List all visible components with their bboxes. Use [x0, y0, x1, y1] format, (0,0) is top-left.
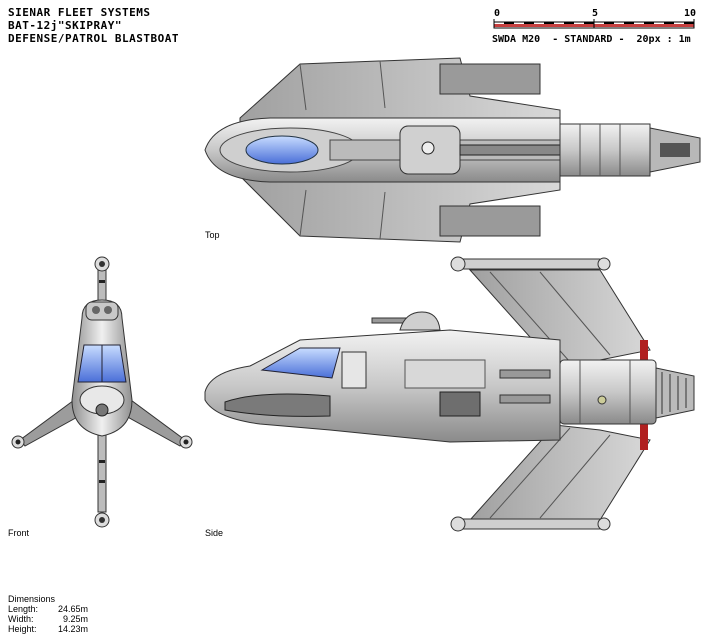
- dimension-height: Height:14.23m: [8, 624, 88, 634]
- manufacturer-title: SIENAR FLEET SYSTEMS: [8, 6, 151, 19]
- top-view-drawing: [204, 57, 701, 243]
- model-title: BAT-12j"SKIPRAY": [8, 19, 122, 32]
- scale-mode: - STANDARD -: [552, 34, 625, 45]
- dimensions-block: Dimensions Length:24.65m Width:9.25m Hei…: [8, 594, 88, 634]
- scale-tick-10: 10: [684, 8, 697, 19]
- top-view-label: Top: [205, 230, 220, 240]
- dimensions-title: Dimensions: [8, 594, 56, 604]
- dimension-width: Width:9.25m: [8, 614, 88, 624]
- front-view-label: Front: [8, 528, 30, 538]
- ship-class-title: DEFENSE/PATROL BLASTBOAT: [8, 32, 179, 45]
- front-view-drawing: [11, 256, 193, 528]
- dimension-length: Length:24.65m: [8, 604, 88, 614]
- side-view-drawing: [204, 256, 695, 532]
- scale-standard: SWDA M20: [492, 34, 541, 45]
- scale-bar: 0 5 10 SWDA M20 - STANDARD - 20px : 1m: [492, 8, 700, 48]
- scale-tick-5: 5: [592, 8, 599, 19]
- scale-ruler: [493, 19, 695, 29]
- scale-info: SWDA M20 - STANDARD - 20px : 1m: [492, 34, 702, 45]
- scale-tick-0: 0: [494, 8, 501, 19]
- scale-ratio: 20px : 1m: [636, 34, 691, 45]
- side-view-label: Side: [205, 528, 224, 538]
